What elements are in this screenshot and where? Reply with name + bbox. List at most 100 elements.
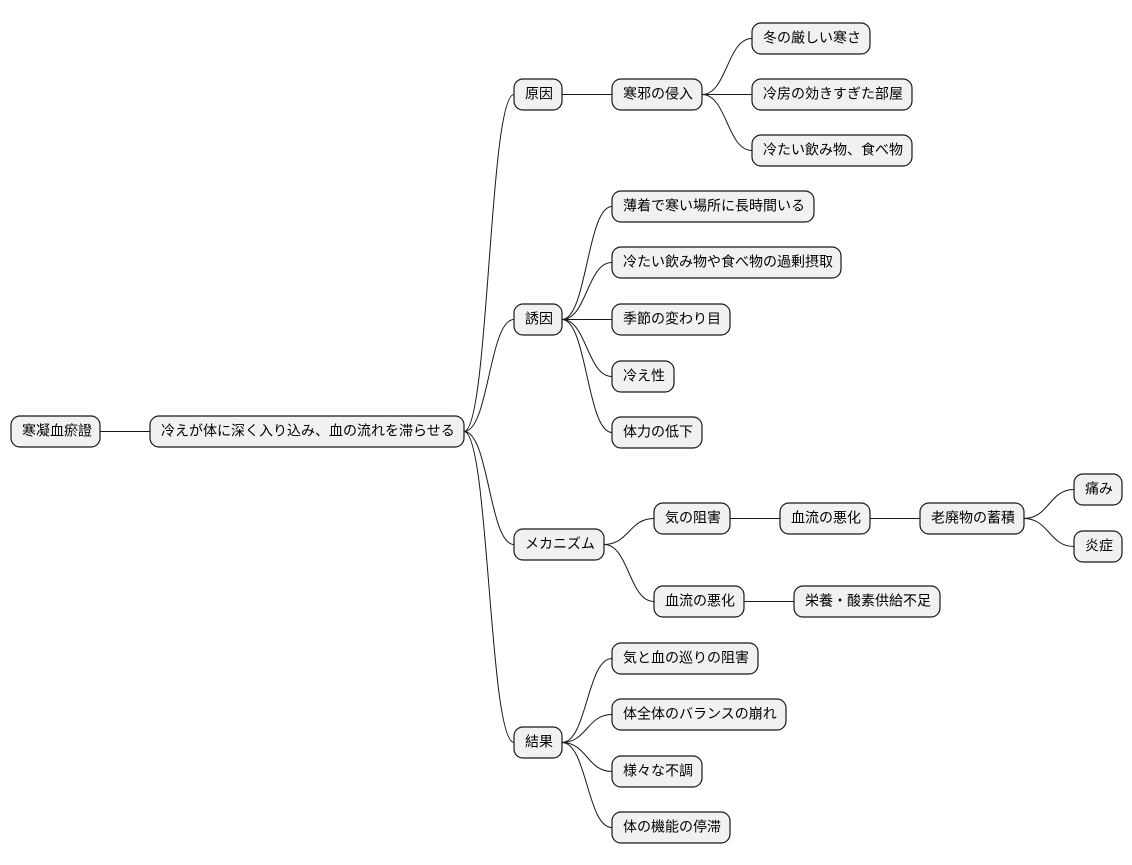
mindmap-edge	[463, 431, 515, 743]
mindmap-node: 誘因	[513, 303, 563, 336]
node-box	[513, 528, 605, 561]
node-box	[751, 22, 871, 55]
mindmap-node: 体の機能の停滞	[611, 811, 731, 844]
node-label: 原因	[525, 87, 553, 103]
node-box	[653, 502, 731, 535]
mindmap-edge	[561, 262, 613, 320]
mindmap-node: 冷たい飲み物や食べ物の過剰摂取	[611, 246, 842, 279]
node-label: 様々な不調	[623, 764, 693, 780]
mindmap-edge	[561, 319, 613, 433]
node-label: 痛み	[1085, 481, 1113, 498]
node-label: 冷房の効きすぎた部屋	[763, 87, 903, 103]
node-box	[1073, 530, 1123, 563]
node-box	[611, 698, 787, 731]
node-box	[513, 78, 563, 111]
node-label: 気と血の巡りの阻害	[623, 651, 749, 667]
mindmap-edge	[603, 518, 655, 545]
node-box	[1073, 473, 1123, 506]
mindmap-edge	[561, 658, 613, 743]
mindmap-node: 冷房の効きすぎた部屋	[751, 78, 913, 111]
mindmap-node: 寒邪の侵入	[611, 78, 703, 111]
node-box	[10, 415, 101, 448]
node-label: 寒凝血瘀證	[22, 423, 92, 440]
mindmap-node: 様々な不調	[611, 755, 703, 788]
mindmap-root-node: 寒凝血瘀證	[10, 415, 101, 448]
node-label: 血流の悪化	[665, 594, 735, 610]
mindmap-node: 冬の厳しい寒さ	[751, 22, 871, 55]
node-box	[611, 642, 759, 675]
mindmap-node: 気と血の巡りの阻害	[611, 642, 759, 675]
node-box	[793, 585, 941, 618]
node-box	[611, 78, 703, 111]
node-label: 冷えが体に深く入り込み、血の流れを滞らせる	[161, 424, 455, 440]
mindmap-edge	[561, 742, 613, 828]
node-label: 結果	[525, 735, 553, 751]
node-label: 血流の悪化	[791, 511, 861, 527]
node-box	[919, 502, 1025, 535]
mindmap-node: 原因	[513, 78, 563, 111]
mindmap-edge	[1023, 489, 1075, 519]
mindmap-edge	[463, 319, 515, 432]
node-box	[611, 416, 703, 449]
node-label: 冬の厳しい寒さ	[763, 30, 861, 47]
node-label: 炎症	[1085, 539, 1113, 555]
node-label: 体の機能の停滞	[623, 819, 721, 836]
node-box	[611, 360, 675, 393]
node-box	[611, 246, 842, 279]
mindmap-node: 薄着で寒い場所に長時間いる	[611, 190, 815, 223]
node-box	[513, 303, 563, 336]
mindmap-node: 気の阻害	[653, 502, 731, 535]
node-box	[751, 134, 913, 167]
mindmap-edge	[1023, 518, 1075, 547]
node-box	[611, 755, 703, 788]
mindmap-node: 冷たい飲み物、食べ物	[751, 134, 913, 167]
mindmap-edge	[561, 714, 613, 743]
mindmap-node: 痛み	[1073, 473, 1123, 506]
node-label: メカニズム	[525, 537, 595, 553]
node-box	[611, 190, 815, 223]
node-box	[751, 78, 913, 111]
node-box	[779, 502, 871, 535]
mindmap-node: 体力の低下	[611, 416, 703, 449]
node-label: 季節の変わり目	[623, 311, 721, 328]
mindmap-node: 冷えが体に深く入り込み、血の流れを滞らせる	[149, 415, 465, 448]
node-label: 老廃物の蓄積	[931, 510, 1015, 527]
mindmap-node: メカニズム	[513, 528, 605, 561]
mindmap-node: 炎症	[1073, 530, 1123, 563]
node-label: 冷たい飲み物、食べ物	[763, 142, 903, 159]
node-label: 冷たい飲み物や食べ物の過剰摂取	[623, 254, 833, 271]
mindmap-edge	[561, 319, 613, 377]
mindmap-node: 冷え性	[611, 360, 675, 393]
mindmap-node: 結果	[513, 726, 563, 759]
mindmap-node: 血流の悪化	[653, 585, 745, 618]
mindmap-node: 血流の悪化	[779, 502, 871, 535]
node-box	[611, 811, 731, 844]
mindmap-edge	[463, 94, 515, 432]
mindmap-edge	[561, 206, 613, 320]
mindmap-edge	[701, 94, 753, 151]
node-box	[149, 415, 465, 448]
mindmap-node: 栄養・酸素供給不足	[793, 585, 941, 618]
node-label: 栄養・酸素供給不足	[805, 593, 931, 610]
mindmap-node: 老廃物の蓄積	[919, 502, 1025, 535]
mindmap-edge	[701, 38, 753, 95]
node-box	[513, 726, 563, 759]
node-label: 気の阻害	[665, 511, 721, 527]
mindmap-edge	[561, 742, 613, 772]
mindmap-edges	[100, 38, 1075, 828]
mindmap-nodes: 寒凝血瘀證 冷えが体に深く入り込み、血の流れを滞らせる 原因 寒邪の侵入 冬の厳しい寒さ…	[10, 22, 1123, 844]
node-box	[653, 585, 745, 618]
mindmap-edge	[603, 544, 655, 602]
node-box	[611, 303, 731, 336]
node-label: 寒邪の侵入	[623, 86, 693, 103]
node-label: 体全体のバランスの崩れ	[623, 706, 777, 723]
node-label: 誘因	[525, 312, 553, 328]
node-label: 冷え性	[623, 369, 665, 385]
mindmap-node: 季節の変わり目	[611, 303, 731, 336]
mindmap-node: 体全体のバランスの崩れ	[611, 698, 787, 731]
mindmap-edge	[463, 431, 515, 545]
node-label: 体力の低下	[623, 425, 693, 441]
node-label: 薄着で寒い場所に長時間いる	[623, 198, 805, 215]
